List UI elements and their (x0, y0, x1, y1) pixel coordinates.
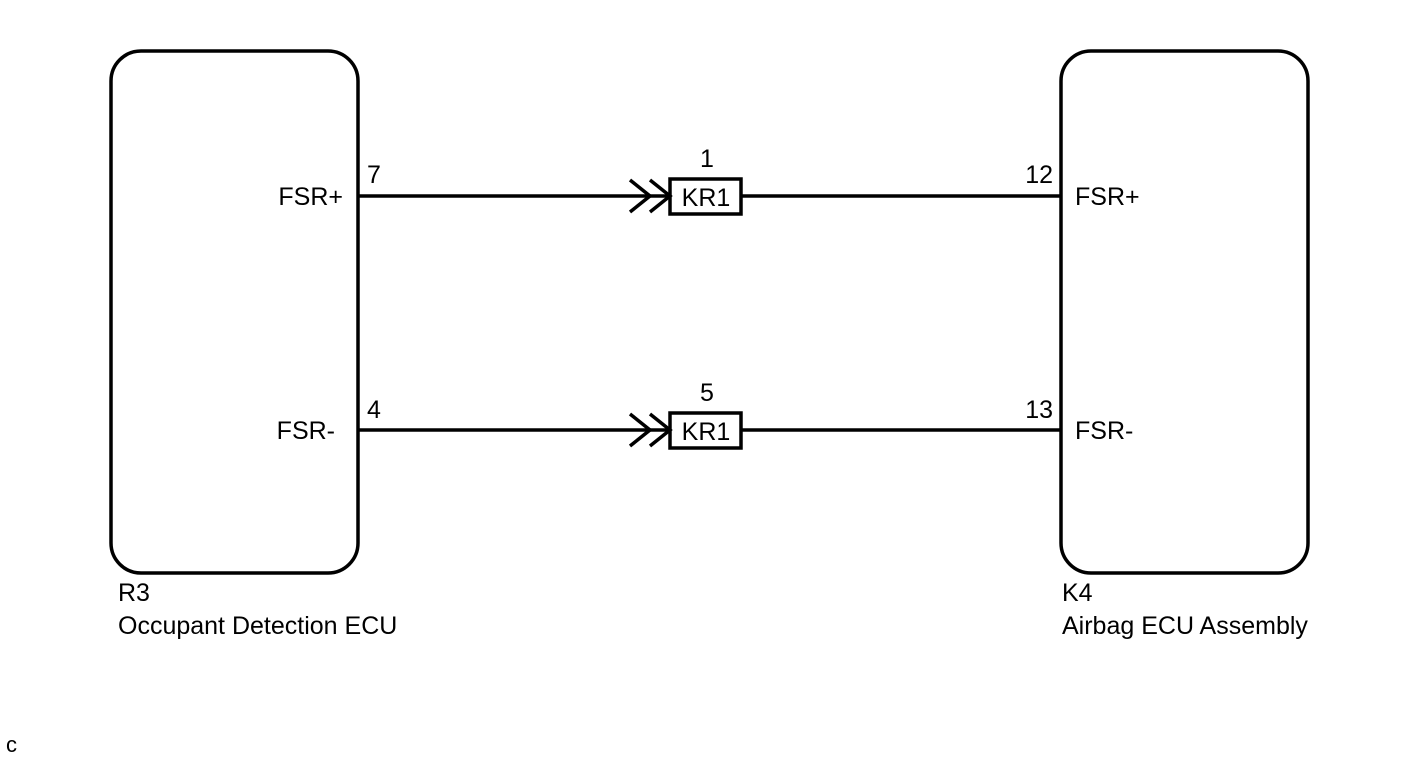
connector-chevron-outer-top (628, 178, 653, 214)
connector-pin-bottom: 5 (700, 379, 714, 407)
left-component-code: R3 (118, 579, 150, 607)
right-signal-label-top: FSR+ (1075, 183, 1140, 211)
right-pin-top: 12 (1025, 161, 1053, 189)
right-component-name: Airbag ECU Assembly (1062, 612, 1308, 640)
right-signal-label-bottom: FSR- (1075, 417, 1133, 445)
right-pin-bottom: 13 (1025, 396, 1053, 424)
left-pin-bottom: 4 (367, 396, 381, 424)
left-pin-top: 7 (367, 161, 381, 189)
connector-pin-top: 1 (700, 145, 714, 173)
left-component-name: Occupant Detection ECU (118, 612, 397, 640)
left-signal-label-bottom: FSR- (277, 417, 335, 445)
footer-code: c (6, 732, 17, 757)
connector-chevron-outer-bottom (628, 412, 653, 448)
right-component-code: K4 (1062, 579, 1093, 607)
left-signal-label-top: FSR+ (278, 183, 343, 211)
connector-label-top: KR1 (682, 184, 731, 212)
connector-label-bottom: KR1 (682, 418, 731, 446)
left-ecu-box (109, 49, 360, 575)
right-ecu-box (1059, 49, 1310, 575)
